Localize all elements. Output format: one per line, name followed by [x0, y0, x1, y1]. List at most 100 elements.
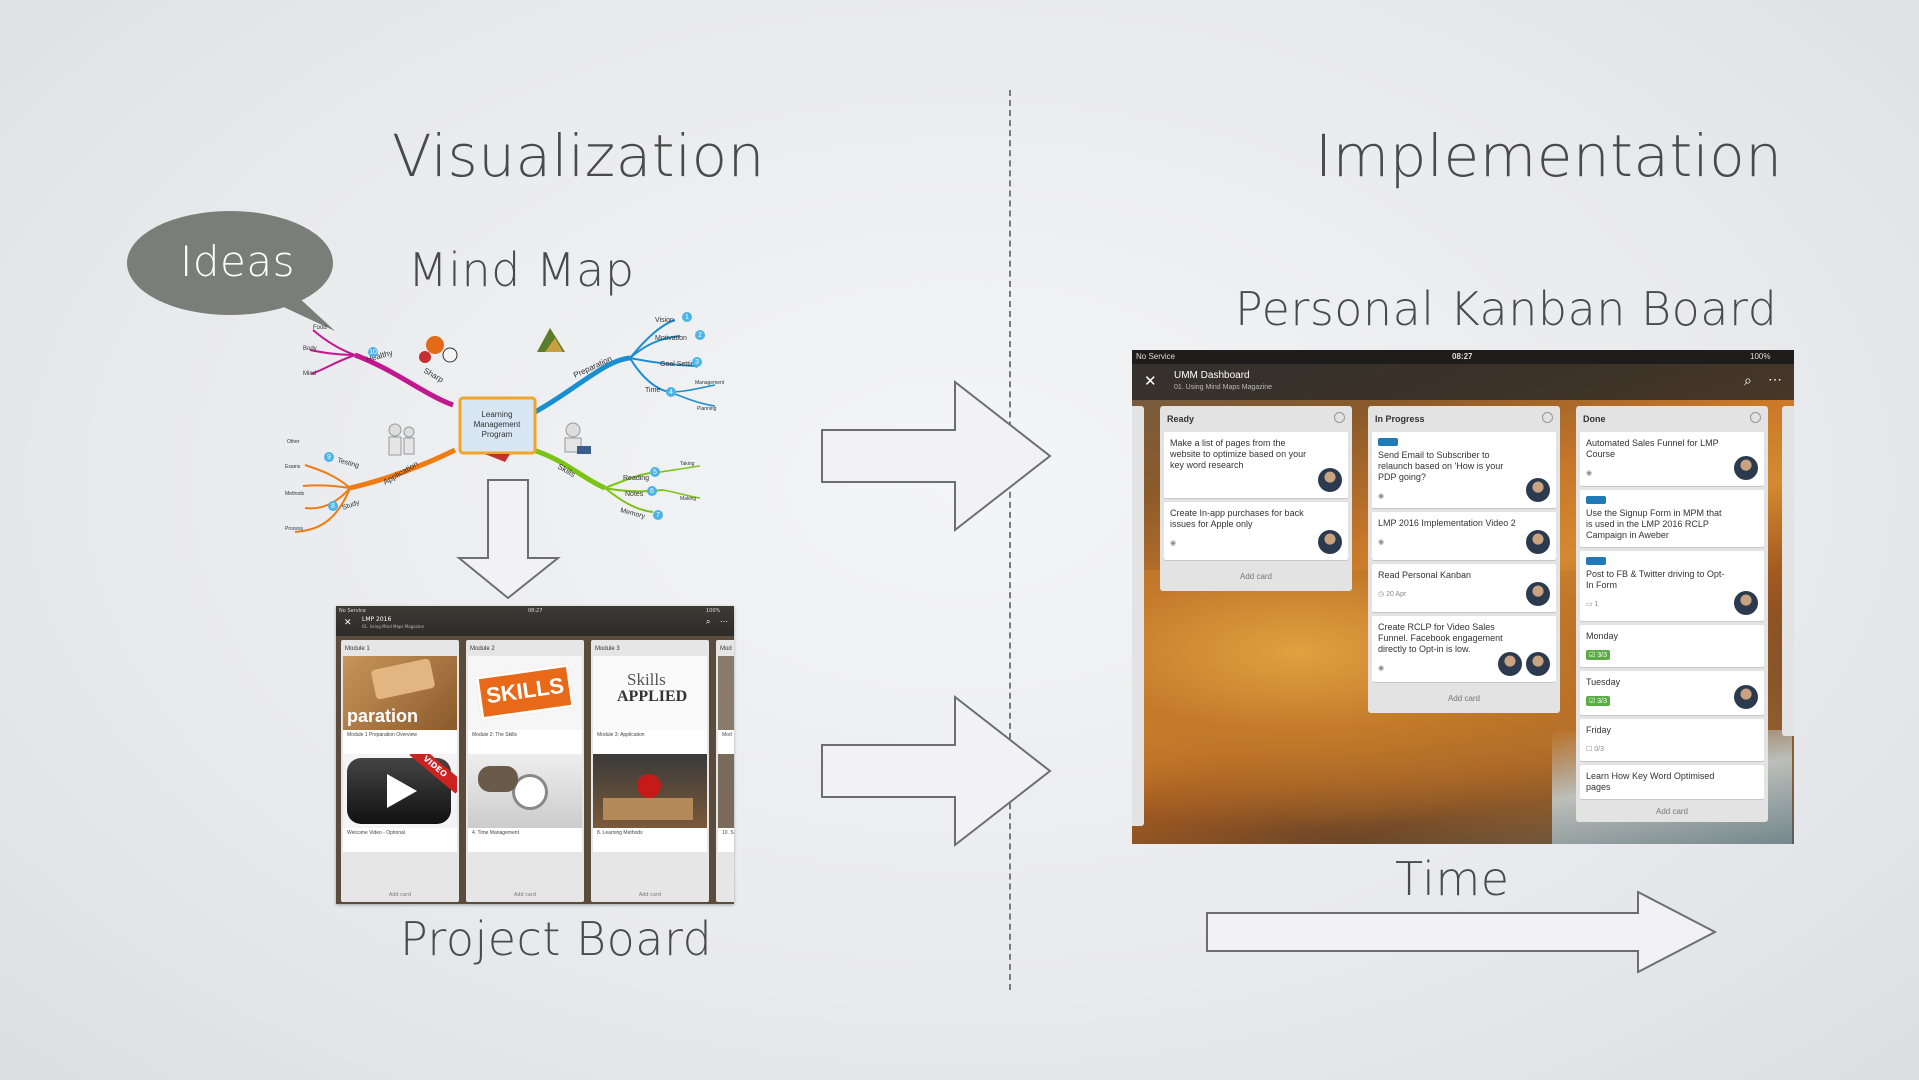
card-caption: Module 2: The Skills — [468, 730, 582, 754]
list-menu-icon[interactable] — [1334, 412, 1345, 423]
add-card-button[interactable]: Add card — [1655, 807, 1689, 816]
svg-text:2: 2 — [698, 332, 702, 339]
down-arrow-icon — [456, 479, 561, 600]
svg-text:Program: Program — [482, 430, 513, 439]
status-carrier: No Service — [339, 608, 366, 614]
kanban-header: ✕ UMM Dashboard 01. Using Mind Maps Maga… — [1132, 364, 1794, 400]
avatar — [1318, 530, 1342, 554]
svg-text:Planning: Planning — [697, 406, 717, 412]
add-card-button[interactable]: Add card — [638, 892, 662, 898]
svg-text:Learning: Learning — [481, 410, 512, 419]
close-icon[interactable]: ✕ — [1144, 373, 1157, 390]
kanban-card[interactable]: Use the Signup Form in MPM that is used … — [1580, 490, 1764, 547]
right-arrow-icon-bottom — [821, 695, 1052, 848]
svg-text:Goal Setting: Goal Setting — [660, 361, 699, 368]
mind-map-center-node — [458, 396, 537, 455]
list-title: Ready — [1167, 414, 1195, 424]
avatar — [1318, 468, 1342, 492]
list-menu-icon[interactable] — [1542, 412, 1553, 423]
right-arrow-icon-top — [821, 380, 1052, 533]
svg-text:Skills: Skills — [556, 462, 577, 479]
status-battery: 100% — [706, 608, 721, 614]
project-column-module-3: Module 3 Skills APPLIED Module 3: Applic… — [591, 640, 709, 902]
add-card-button[interactable]: Add card — [1239, 572, 1273, 581]
kanban-card[interactable]: LMP 2016 Implementation Video 2 ◉ — [1372, 512, 1556, 560]
avatar — [1734, 591, 1758, 615]
branch-healthy — [354, 352, 454, 408]
add-card-button[interactable]: Add card — [513, 892, 537, 898]
time-arrow-icon — [1206, 890, 1718, 974]
more-icon[interactable]: ⋯ — [720, 617, 728, 626]
svg-text:Process: Process — [285, 526, 304, 532]
svg-text:Mind: Mind — [303, 371, 316, 377]
search-icon[interactable]: ⌕ — [1744, 372, 1752, 388]
avatar — [1526, 582, 1550, 606]
kanban-board-screenshot: No Service 08:27 100% ✕ UMM Dashboard 01… — [1132, 350, 1794, 844]
learning-methods-image — [593, 754, 707, 828]
avatar — [1498, 652, 1522, 676]
branch-skills — [532, 447, 606, 491]
play-icon — [387, 774, 417, 808]
project-column-module-2: Module 2 SKILLS Module 2: The Skills 4. … — [466, 640, 584, 902]
kanban-card[interactable]: Friday ☐ 0/3 — [1580, 719, 1764, 761]
project-board-screenshot: No Service 08:27 100% ✕ LMP 2016 01. Usi… — [336, 606, 734, 904]
svg-text:10: 10 — [369, 349, 377, 356]
implementation-heading: Implementation — [1315, 122, 1783, 190]
svg-text:Time: Time — [645, 387, 660, 394]
svg-text:9: 9 — [327, 454, 331, 461]
kanban-list-in-progress: In Progress Send Email to Subscriber to … — [1368, 406, 1560, 713]
kanban-card[interactable]: Make a list of pages from the website to… — [1164, 432, 1348, 498]
more-icon[interactable]: ⋯ — [1768, 371, 1782, 387]
kanban-card[interactable]: Tuesday ☑ 3/3 — [1580, 671, 1764, 715]
kanban-card[interactable]: Monday ☑ 3/3 — [1580, 625, 1764, 667]
avatar — [1734, 685, 1758, 709]
kanban-card[interactable]: Automated Sales Funnel for LMP Course ◉ — [1580, 432, 1764, 486]
svg-text:Management: Management — [695, 380, 725, 386]
sports-balls-icon — [419, 336, 458, 363]
svg-text:Reading: Reading — [623, 475, 649, 482]
svg-text:Food: Food — [313, 325, 327, 331]
svg-text:5: 5 — [653, 469, 657, 476]
kanban-card[interactable]: Learn How Key Word Optimised pages — [1580, 765, 1764, 799]
time-label: Time — [1395, 852, 1510, 906]
close-icon[interactable]: ✕ — [344, 618, 352, 628]
checklist-badge: ☑ 3/3 — [1586, 650, 1610, 660]
column-title: Mod — [720, 646, 732, 652]
svg-text:Making: Making — [680, 496, 696, 502]
watch-icon: ◉ — [1378, 493, 1385, 500]
comment-badge: ▭ 1 — [1586, 601, 1599, 608]
board-subtitle: 01. Using Mind Maps Magazine — [1174, 384, 1273, 391]
add-card-button[interactable]: Add card — [1447, 694, 1481, 703]
add-card-button[interactable]: Add card — [388, 892, 412, 898]
ideas-speech-bubble — [127, 211, 335, 331]
watch-icon: ◉ — [1586, 470, 1593, 477]
kanban-status-bar: No Service 08:27 100% — [1132, 350, 1794, 364]
kanban-card[interactable]: Read Personal Kanban ◷ 20 Apr — [1372, 564, 1556, 612]
kanban-card[interactable]: Create RCLP for Video Sales Funnel. Face… — [1372, 616, 1556, 682]
svg-text:Exams: Exams — [285, 464, 301, 470]
search-icon[interactable]: ⌕ — [706, 617, 711, 626]
list-menu-icon[interactable] — [1750, 412, 1761, 423]
pyramid-icon — [537, 328, 565, 352]
svg-text:4: 4 — [669, 389, 673, 396]
svg-text:Taking: Taking — [680, 461, 695, 467]
svg-text:Methods: Methods — [285, 491, 305, 497]
kanban-card[interactable]: Send Email to Subscriber to relaunch bas… — [1372, 432, 1556, 508]
svg-text:3: 3 — [695, 359, 699, 366]
kanban-card[interactable]: Post to FB & Twitter driving to Opt-In F… — [1580, 551, 1764, 621]
project-board-topbar: No Service 08:27 100% ✕ LMP 2016 01. Usi… — [336, 606, 734, 636]
partial-list-right — [1782, 406, 1794, 736]
svg-text:8: 8 — [331, 503, 335, 510]
time-management-image — [468, 754, 582, 828]
figures-icon — [388, 423, 415, 456]
svg-text:Notes: Notes — [625, 491, 644, 498]
svg-text:Motivation: Motivation — [655, 335, 687, 342]
column-title: Module 1 — [345, 646, 370, 652]
card-caption: 8. Learning Methods — [593, 828, 707, 852]
board-subtitle: 01. Using Mind Maps Magazine — [362, 624, 424, 629]
status-time: 08:27 — [528, 608, 543, 614]
label-tag — [1378, 438, 1398, 446]
card-caption: Module 1 Preparation Overview — [343, 730, 457, 754]
board-title: UMM Dashboard — [1174, 370, 1250, 381]
kanban-card[interactable]: Create In-app purchases for back issues … — [1164, 502, 1348, 560]
